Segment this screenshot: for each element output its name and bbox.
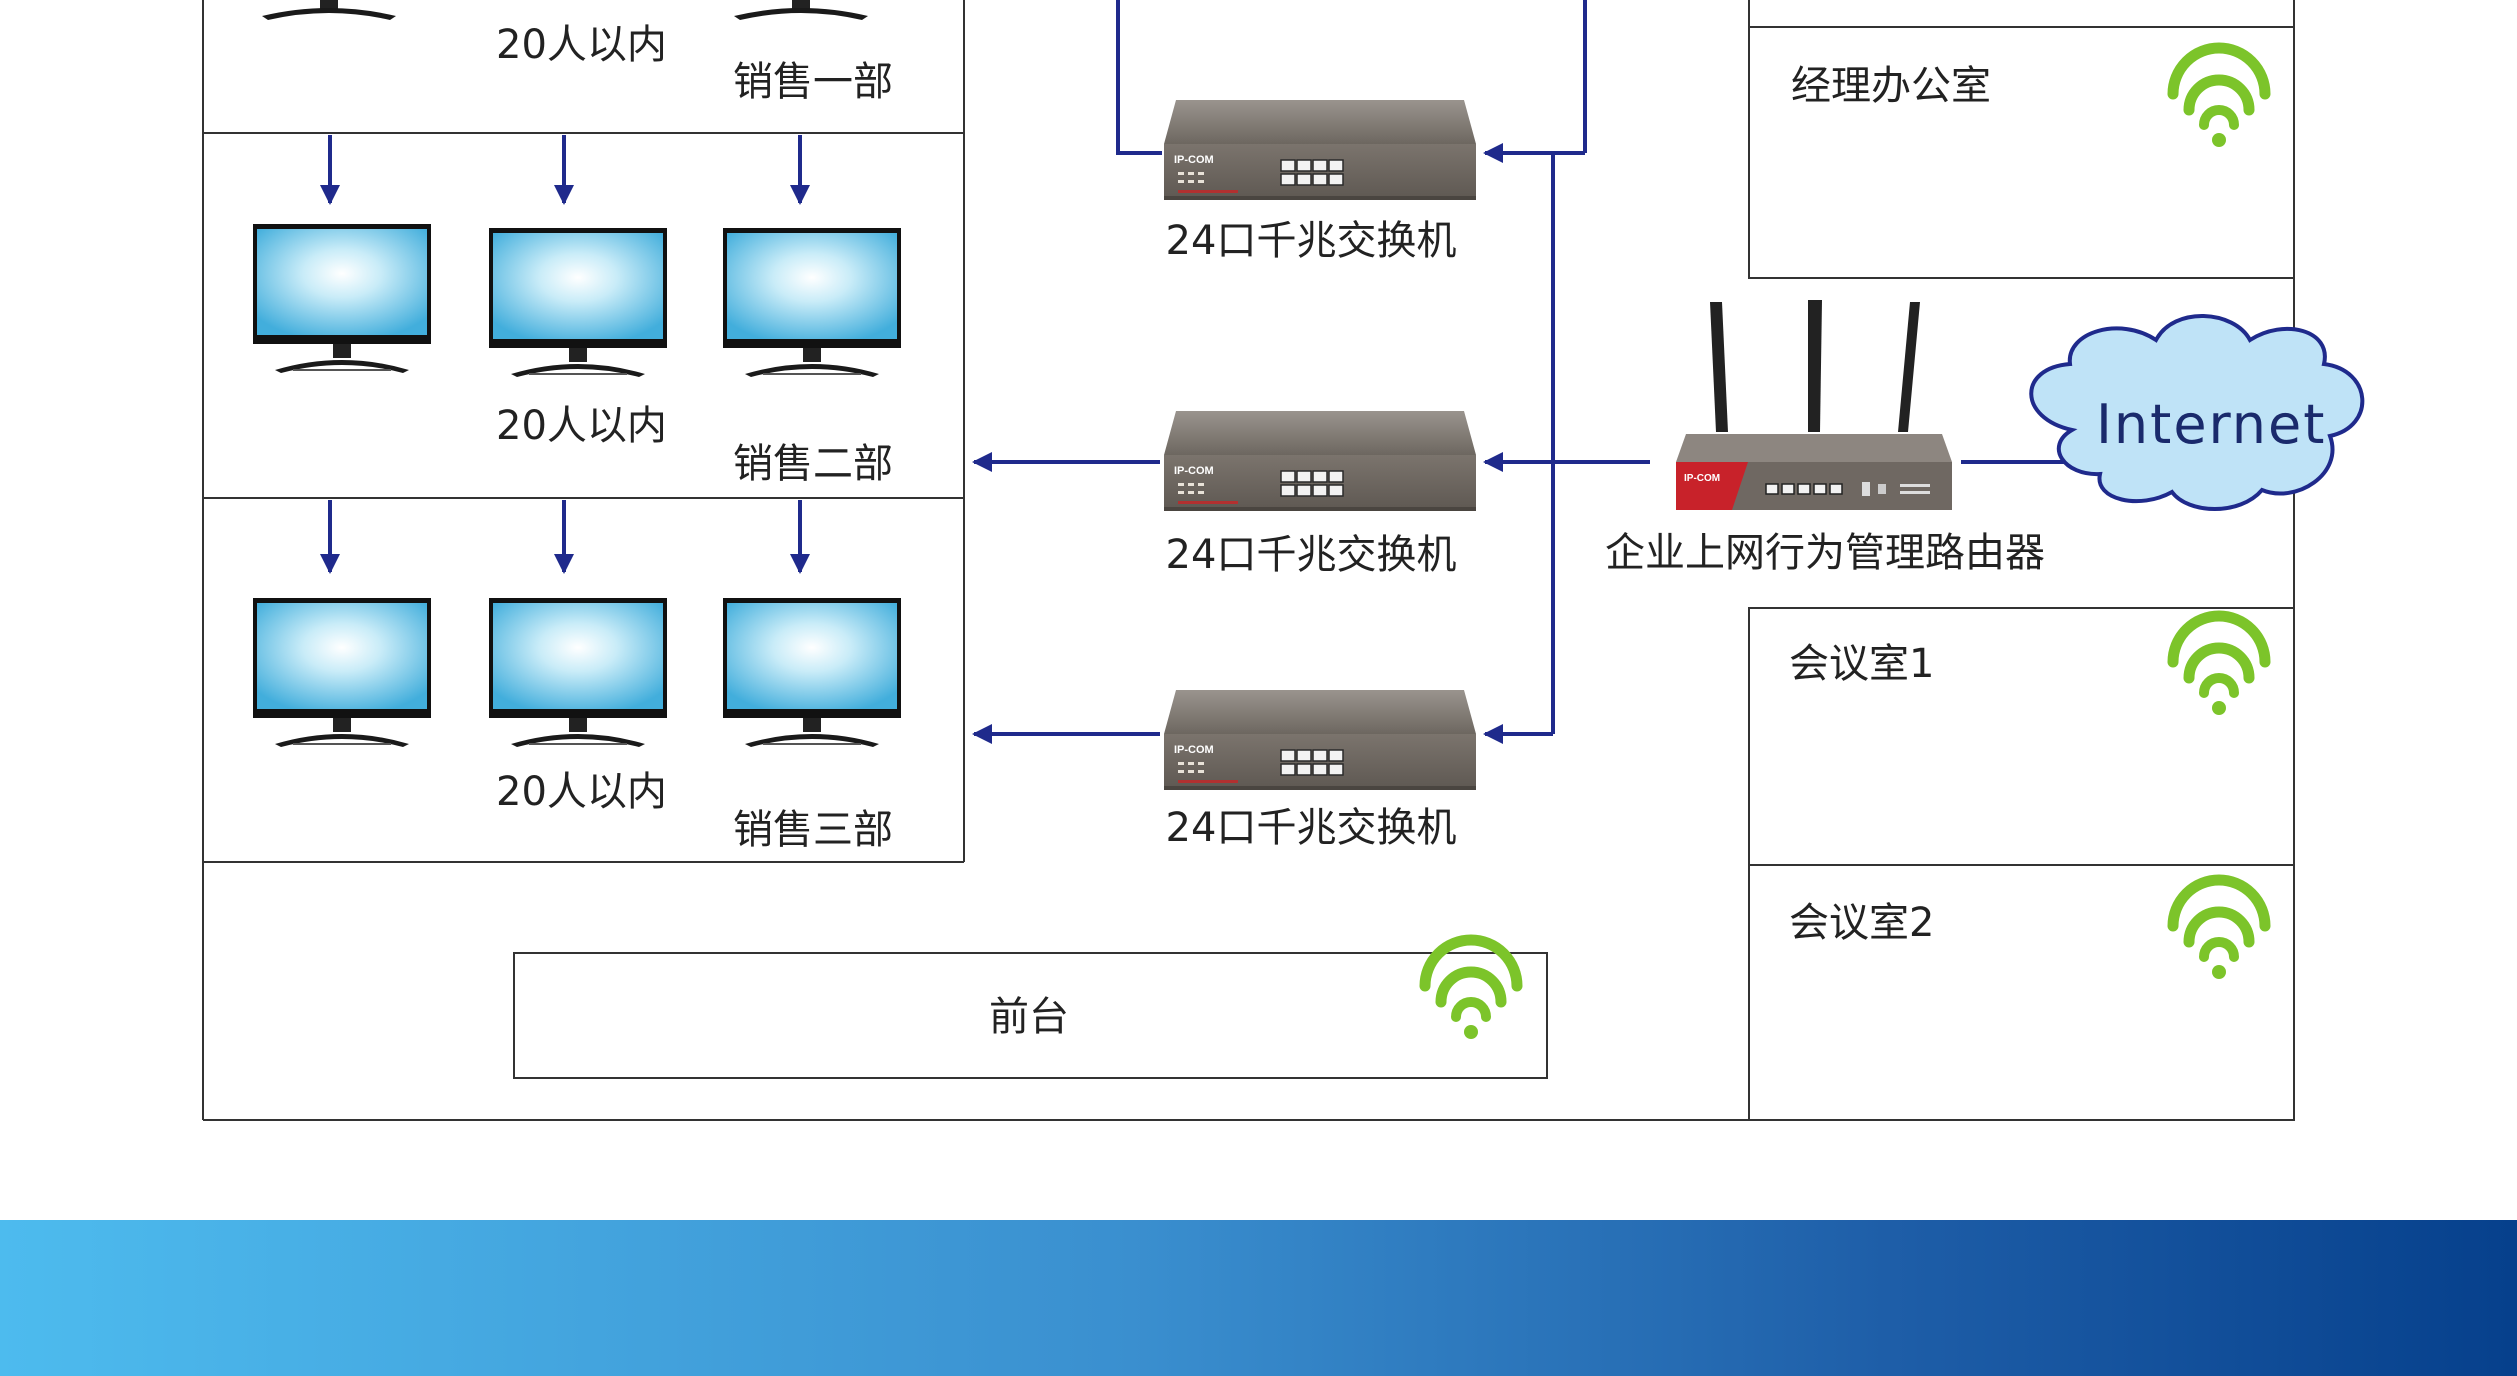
sales-dept-boxes xyxy=(203,0,965,863)
dept-name-1: 销售一部 xyxy=(733,59,893,105)
router: IP-COM xyxy=(1676,300,1952,510)
monitor-partial-2 xyxy=(734,0,868,20)
capacity-label-2: 20人以内 xyxy=(496,403,667,449)
monitor-arrows xyxy=(320,135,810,574)
capacity-label-1: 20人以内 xyxy=(496,22,667,68)
room-meeting-2: 会议室2 xyxy=(1789,900,1935,946)
reception-label: 前台 xyxy=(989,994,1069,1040)
monitor xyxy=(252,223,432,374)
wifi-icon xyxy=(2173,48,2265,147)
switch-2 xyxy=(1163,410,1477,512)
monitor xyxy=(488,227,668,378)
room-meeting-1: 会议室1 xyxy=(1789,641,1935,687)
monitor xyxy=(488,597,668,748)
internet-label: Internet xyxy=(2096,393,2327,456)
router-label: 企业上网行为管理路由器 xyxy=(1605,530,2045,576)
monitor xyxy=(722,597,902,748)
room-manager-office: 经理办公室 xyxy=(1791,63,1991,109)
wifi-icon xyxy=(2173,880,2265,979)
dept-name-2: 销售二部 xyxy=(733,441,893,487)
capacity-label-3: 20人以内 xyxy=(496,769,667,815)
wifi-icon xyxy=(1425,940,1517,1039)
switch-2-label: 24口千兆交换机 xyxy=(1165,532,1457,578)
footer-band xyxy=(0,1220,2517,1376)
monitor-partial-1 xyxy=(262,0,396,20)
switch-1 xyxy=(1163,99,1477,201)
switch-3 xyxy=(1163,689,1477,791)
wifi-icon xyxy=(2173,616,2265,715)
svg-text:IP-COM: IP-COM xyxy=(1684,473,1720,484)
network-links xyxy=(972,0,2064,744)
monitor xyxy=(252,597,432,748)
switch-3-label: 24口千兆交换机 xyxy=(1165,805,1457,851)
reception-box xyxy=(513,952,1548,1079)
dept-name-3: 销售三部 xyxy=(733,807,893,853)
right-room-boxes xyxy=(1748,0,2295,1121)
monitor xyxy=(722,227,902,378)
switch-1-label: 24口千兆交换机 xyxy=(1165,218,1457,264)
internet-cloud xyxy=(2029,314,2365,511)
